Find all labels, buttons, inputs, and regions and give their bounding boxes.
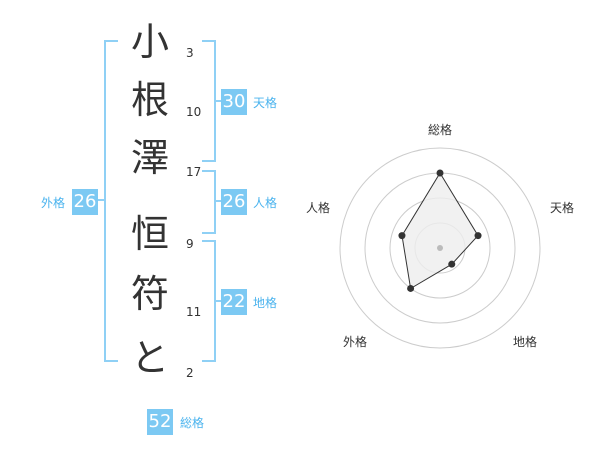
name-char-4: 恒 <box>130 212 169 256</box>
tenkaku-label: 天格 <box>253 96 278 110</box>
radar-center-dot <box>437 245 443 251</box>
jinkaku-value: 26 <box>221 189 247 215</box>
name-char-6: と <box>130 336 169 380</box>
name-char-2: 根 <box>130 78 169 122</box>
name-char-1: 小 <box>130 20 169 64</box>
radar-label-soukaku: 総格 <box>428 122 452 137</box>
soukaku-label: 総格 <box>180 416 205 430</box>
tenkaku-value: 30 <box>221 89 247 115</box>
jinkaku-label: 人格 <box>253 196 278 210</box>
stroke-count-4: 9 <box>186 237 194 251</box>
stroke-count-3: 17 <box>186 165 202 179</box>
radar-label-gaikaku: 外格 <box>343 334 367 349</box>
name-char-5: 符 <box>130 272 169 316</box>
radar-ring <box>339 147 541 349</box>
gaikaku-bracket <box>104 40 118 362</box>
radar-point-bottom_right <box>448 260 456 268</box>
radar-point-top <box>436 169 444 177</box>
fortune-radar-chart: 総格 天格 地格 外格 人格 <box>306 122 574 349</box>
radar-shape <box>401 172 479 290</box>
chikaku-value: 22 <box>221 289 247 315</box>
name-char-3: 澤 <box>130 136 169 180</box>
chikaku-tick <box>214 300 222 302</box>
stroke-count-6: 2 <box>186 366 194 380</box>
soukaku-value: 52 <box>147 409 173 435</box>
radar-point-bottom_left <box>407 284 415 292</box>
jinkaku-bracket <box>202 170 216 234</box>
jinkaku-tick <box>214 200 222 202</box>
radar-label-tenkaku: 天格 <box>550 200 574 215</box>
stroke-count-5: 11 <box>186 305 202 319</box>
radar-point-left <box>398 232 406 240</box>
gaikaku-label: 外格 <box>41 196 66 210</box>
radar-point-right <box>474 232 482 240</box>
gaikaku-tick <box>95 199 104 201</box>
stroke-count-2: 10 <box>186 105 202 119</box>
gaikaku-value: 26 <box>72 189 98 215</box>
radar-label-chikaku: 地格 <box>513 334 537 349</box>
tenkaku-tick <box>214 100 222 102</box>
stroke-count-1: 3 <box>186 46 194 60</box>
chikaku-label: 地格 <box>253 296 278 310</box>
radar-points <box>398 169 482 292</box>
radar-label-jinkaku: 人格 <box>306 200 330 215</box>
